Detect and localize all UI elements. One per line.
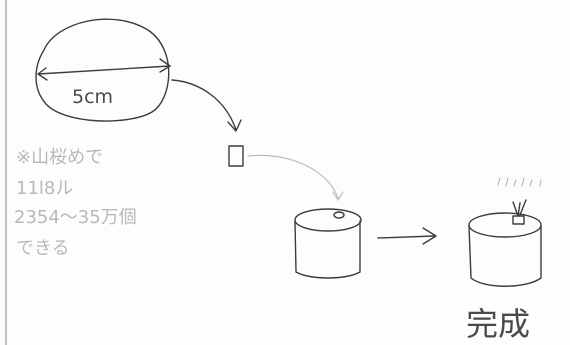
note-line-4: できる xyxy=(16,238,70,259)
sprout-base xyxy=(513,216,524,224)
small-square xyxy=(229,146,243,166)
completion-label: 完成 xyxy=(466,305,530,343)
circle-size-label: 5cm xyxy=(72,86,113,108)
note-line-2: 11l8ル xyxy=(16,178,73,199)
circle-sketch: 5cm xyxy=(36,19,170,121)
shrink-arrow xyxy=(172,80,241,131)
cylinder-1 xyxy=(295,209,361,278)
drop-arrow xyxy=(248,155,343,200)
process-arrow xyxy=(378,228,436,244)
diameter-line xyxy=(38,66,170,74)
note-line-3: 2354〜35万個 xyxy=(14,207,137,228)
cylinder-2 xyxy=(469,178,541,286)
sparkle-marks xyxy=(498,178,541,186)
notes: ※山桜めで 11l8ル 2354〜35万個 できる xyxy=(14,147,137,259)
small-piece-on-top xyxy=(334,212,344,218)
note-line-1: ※山桜めで xyxy=(16,147,103,168)
drop-arrowhead xyxy=(333,192,343,200)
